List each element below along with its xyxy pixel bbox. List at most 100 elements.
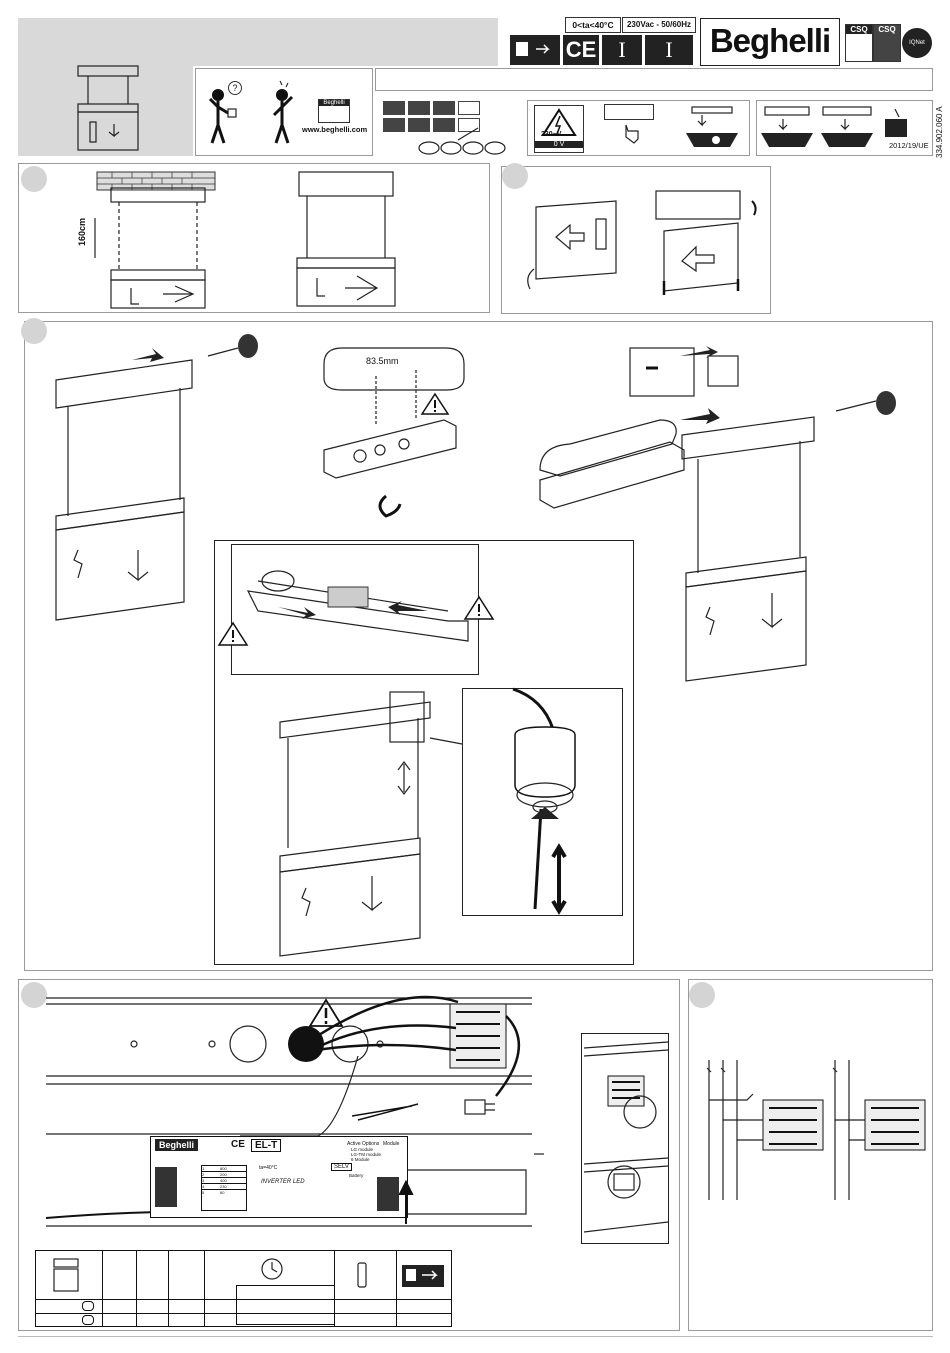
- module-type: INVERTER LED: [261, 1179, 305, 1185]
- grid-cell: [408, 101, 430, 115]
- running-man-icon: [406, 1269, 440, 1283]
- battery-tube-icon: [356, 1261, 368, 1289]
- grid-cell: [433, 101, 455, 115]
- hand-press-icon: [620, 121, 640, 145]
- emergency-sign-badge: [510, 35, 560, 65]
- legend-subcell: [236, 1285, 334, 1325]
- booklet-brand: Beghelli: [319, 100, 349, 106]
- module-ce: CE: [231, 1139, 245, 1150]
- idea-man-icon: [268, 77, 308, 152]
- step-3-marker: [21, 318, 47, 344]
- csq-label: CSQ: [846, 25, 872, 34]
- wide-blank-bar: [375, 68, 933, 91]
- option-3: 6 Module: [351, 1157, 370, 1162]
- module-label: Module: [383, 1141, 399, 1147]
- grid-cell: [383, 118, 405, 132]
- step-2-marker: [502, 163, 528, 189]
- footer-rule: [18, 1336, 933, 1337]
- battery-label: Battery: [349, 1173, 363, 1178]
- legend-table: [35, 1250, 452, 1327]
- oval-marker: [82, 1301, 94, 1311]
- step-5-panel: [688, 979, 933, 1331]
- insert-arrow-icon: [396, 1180, 416, 1226]
- panel-insert-drawing: [642, 181, 762, 301]
- module-selv: SELV: [331, 1163, 352, 1171]
- supply-rating: 230Vac - 50/60Hz: [622, 17, 696, 33]
- grid-cell: [458, 118, 480, 132]
- oval-marker: [82, 1315, 94, 1325]
- ce-mark: CE: [566, 37, 597, 62]
- voltage-warning: 230~V 0 V: [534, 105, 584, 153]
- temperature-rating: 0<ta<40°C: [565, 17, 621, 33]
- grid-cell: [458, 101, 480, 115]
- terminal-block-left: [155, 1167, 177, 1207]
- manual-booklet: Beghelli: [318, 99, 350, 123]
- module-name: EL-T: [251, 1139, 281, 1152]
- question-bubble: ?: [228, 81, 242, 95]
- step-5-marker: [689, 982, 715, 1008]
- legend-col-divider: [204, 1251, 205, 1326]
- height-label: 160cm: [77, 218, 87, 246]
- emergency-sign-mini: [402, 1265, 444, 1287]
- iqnet-label: IQNet: [909, 40, 925, 46]
- module-temp: ta=40°C: [259, 1165, 277, 1171]
- step-1-marker: [21, 166, 47, 192]
- inverter-module-label-card: Beghelli CE EL-T ta=40°C INVERTER LED SE…: [150, 1136, 408, 1218]
- read-instructions-panel: ? Beghelli www.beghelli.com: [195, 68, 373, 156]
- battery-panel: 230~V 0 V: [527, 100, 750, 156]
- legend-col-divider: [334, 1251, 335, 1326]
- csq-label: CSQ: [874, 25, 900, 34]
- option-grid: [383, 101, 480, 132]
- brand-logo: Beghelli: [700, 18, 840, 66]
- legend-col-divider: [168, 1251, 169, 1326]
- product-thumbnail: [70, 60, 150, 155]
- directive-label: 2012/19/UE: [889, 141, 929, 150]
- clamp-zoom-box: [462, 688, 623, 916]
- warning-triangle-icon: [218, 621, 248, 647]
- ce-badge: CE: [563, 35, 599, 65]
- class-badge-2: I: [645, 35, 693, 65]
- class-badge-1: I: [602, 35, 642, 65]
- brand-name: Beghelli: [701, 19, 839, 63]
- switch-box: [604, 104, 654, 120]
- grid-cell: [408, 118, 430, 132]
- warning-triangle-icon: [464, 595, 494, 621]
- fixture-bottom-view: Beghelli CE EL-T ta=40°C INVERTER LED SE…: [46, 1130, 532, 1234]
- recycle-bin-icon: [682, 105, 742, 153]
- cable-clamp-drawing: [493, 689, 593, 915]
- leader-line: [240, 1050, 380, 1140]
- module-brand: Beghelli: [155, 1139, 198, 1151]
- driver-board-drawing: [238, 551, 474, 671]
- wiring-diagram-a: [703, 1060, 823, 1210]
- step-2-panel: [501, 166, 771, 314]
- legend-col-divider: [136, 1251, 137, 1326]
- factory-icon: [881, 107, 911, 141]
- fixture-mini-icon: [52, 1257, 82, 1293]
- csq-badge-1: CSQ: [845, 24, 873, 62]
- step-1-panel: 160cm: [18, 163, 490, 313]
- zoom-connector-line: [430, 690, 470, 750]
- website-link[interactable]: www.beghelli.com: [302, 125, 367, 134]
- csq-badge-2: CSQ: [873, 24, 901, 62]
- ceiling-fix-drawing: [316, 346, 466, 526]
- step-4-marker: [21, 982, 47, 1008]
- legend-col-divider: [396, 1251, 397, 1326]
- panel-rotate-drawing: [516, 197, 626, 307]
- header-grey-bar: [193, 18, 498, 66]
- wiring-zoom-box: [231, 544, 479, 675]
- roman-numeral-2: I: [665, 37, 672, 62]
- spacing-label: 83.5mm: [366, 356, 399, 366]
- voltage-label: 230~V: [541, 131, 561, 138]
- wiring-diagram-b: [829, 1060, 929, 1210]
- running-man-icon: [516, 42, 556, 58]
- clock-icon: [260, 1257, 284, 1281]
- zero-volt-label: 0 V: [535, 141, 583, 148]
- roman-numeral-1: I: [618, 37, 625, 62]
- height-adjust-drawing: [276, 688, 436, 958]
- connector-detail-frame: [581, 1033, 669, 1244]
- fixture-right-drawing: [676, 395, 916, 675]
- grid-cell: [383, 101, 405, 115]
- battery-disposal-icon: [761, 105, 881, 153]
